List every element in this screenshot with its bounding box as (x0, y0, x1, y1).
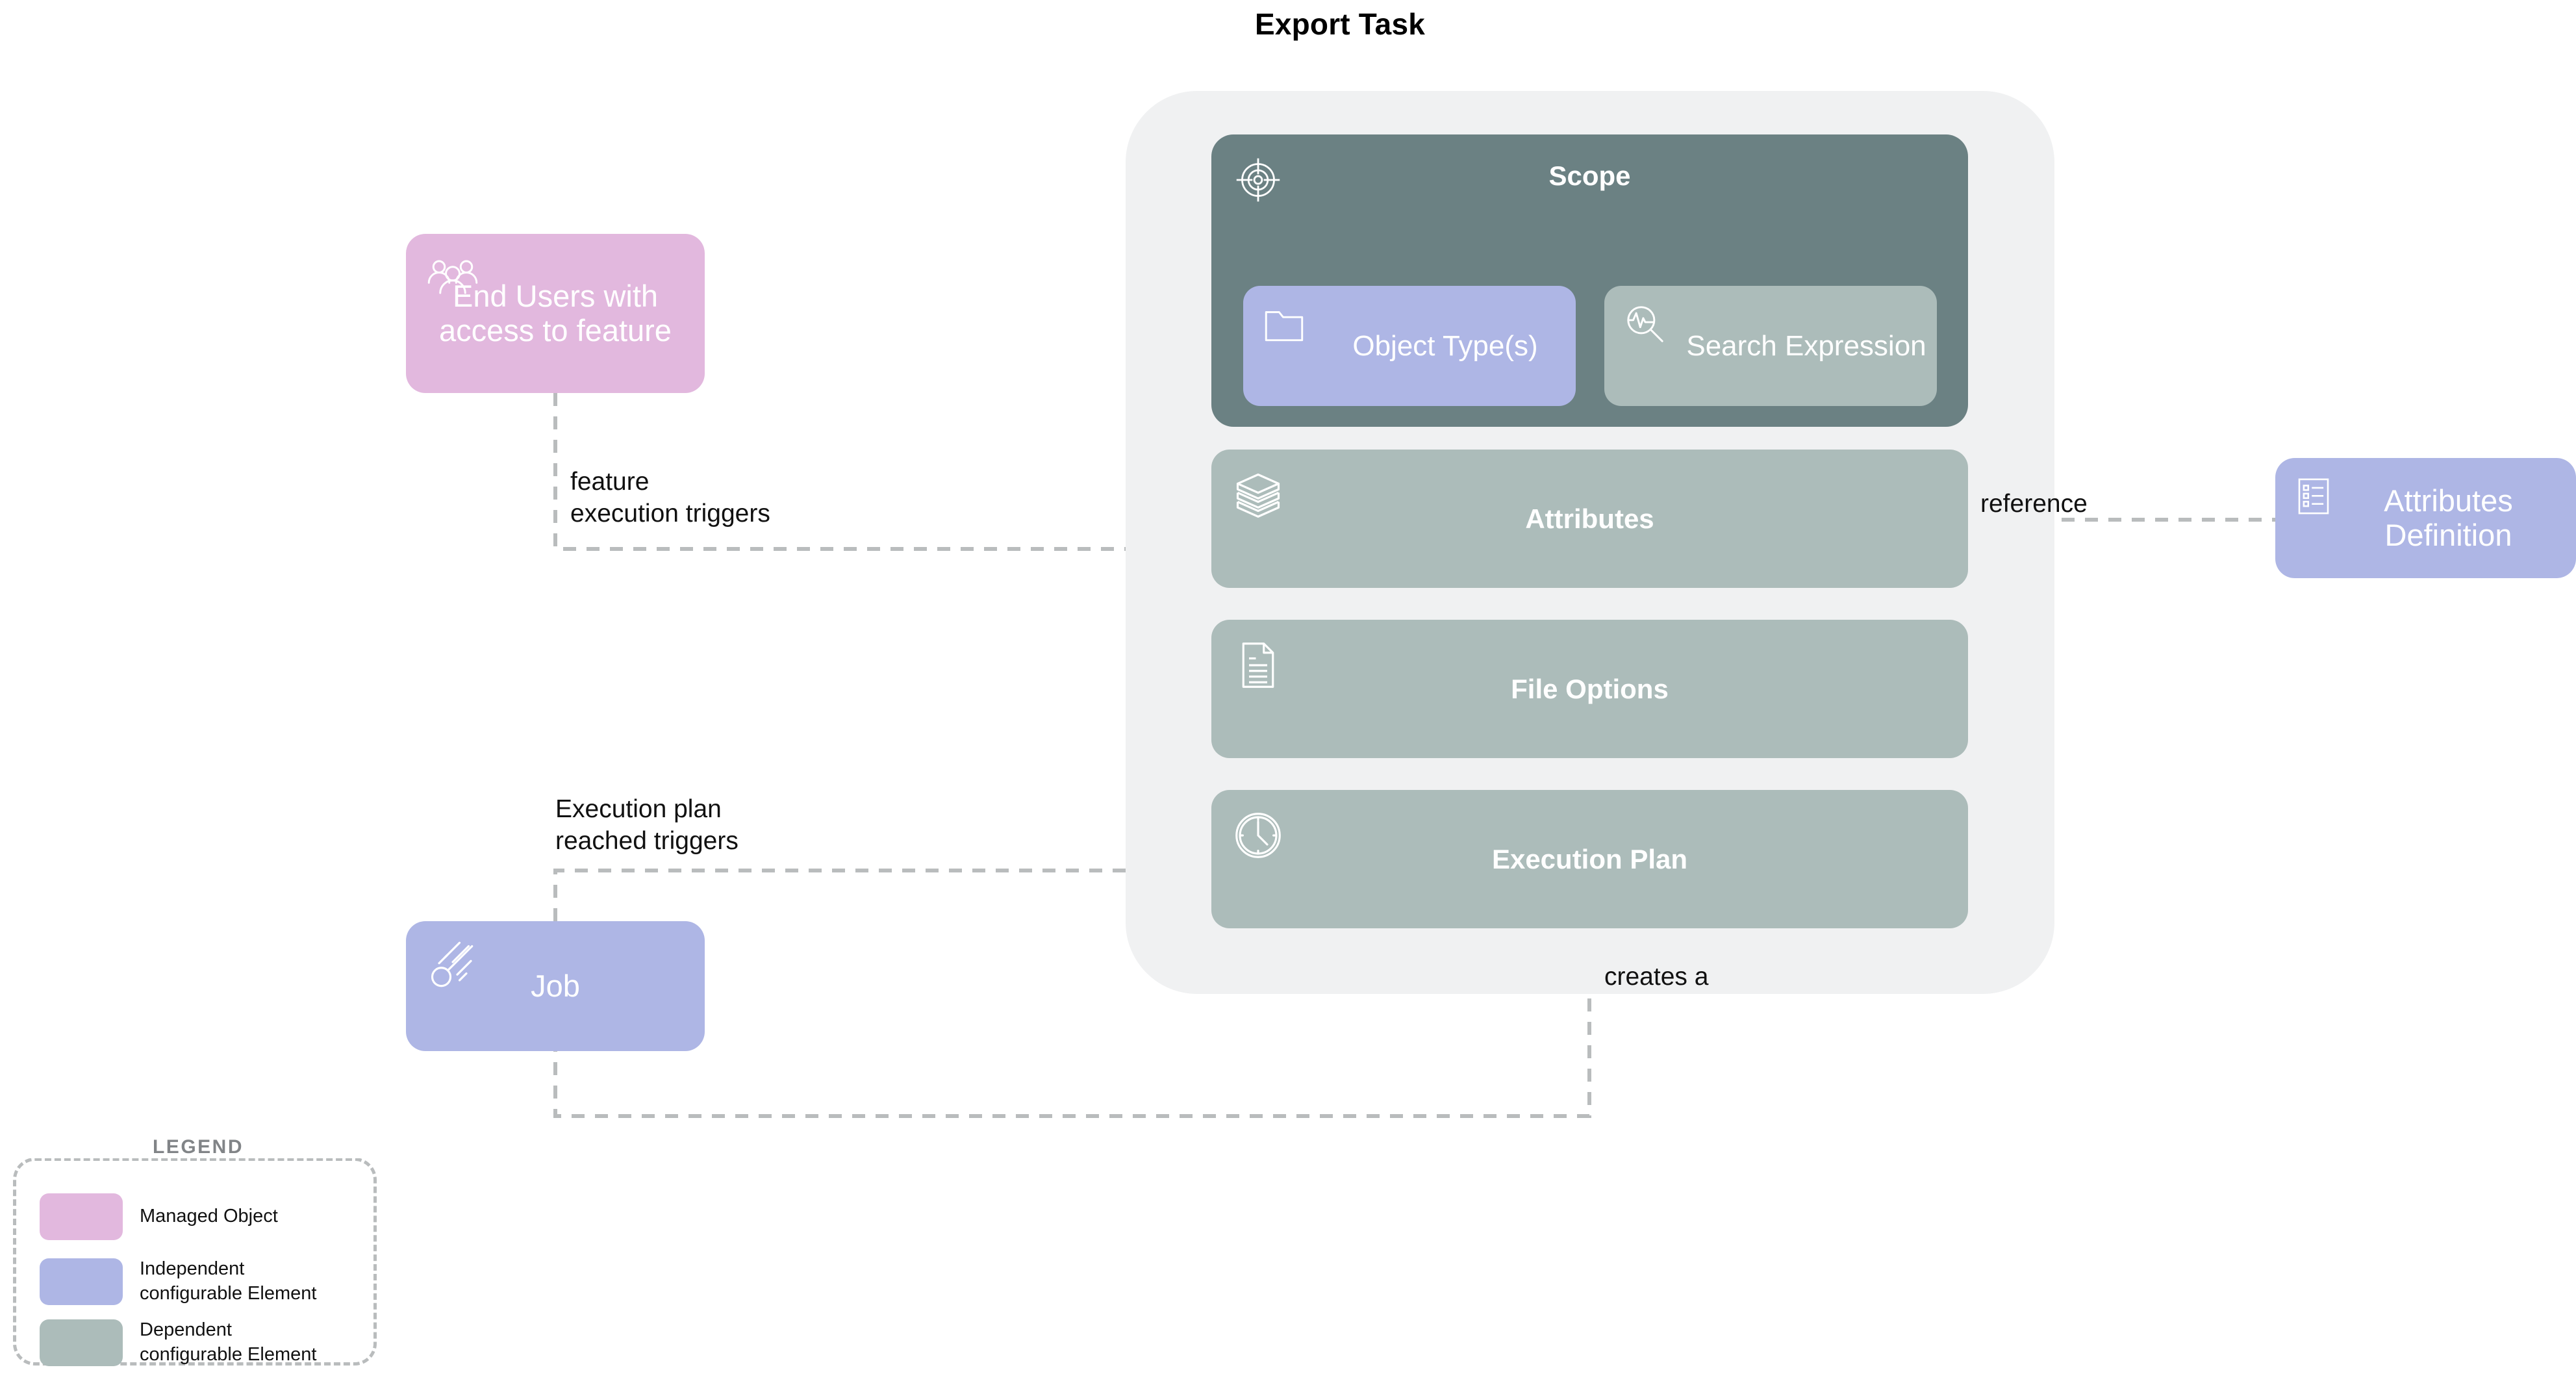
page-title: Export Task (1254, 7, 1426, 41)
legend-swatch-dependent-element (40, 1319, 123, 1366)
legend-swatch-independent-element (40, 1258, 123, 1305)
legend-item-managed-object: Managed Object (40, 1193, 278, 1240)
layers-stack-icon (1231, 468, 1285, 522)
document-icon (1231, 638, 1285, 692)
legend-item-independent-element: Independent configurable Element (40, 1257, 316, 1306)
search-expression-label: Search Expression (1686, 329, 1926, 362)
job-label: Job (531, 968, 580, 1003)
execution-plan-row[interactable]: Execution Plan (1211, 790, 1968, 928)
folder-icon (1260, 300, 1308, 348)
legend-title: LEGEND (16, 1136, 380, 1158)
edge-label-reference: reference (1980, 490, 2088, 518)
end-users-node[interactable]: End Users with access to feature (406, 234, 705, 393)
legend-label-dependent-element: Dependent configurable Element (140, 1319, 317, 1365)
execution-plan-label: Execution Plan (1491, 843, 1688, 874)
search-expression-card[interactable]: Search Expression (1604, 286, 1937, 406)
file-options-row[interactable]: File Options (1211, 620, 1968, 758)
attributes-definition-label: Attributes Definition (2384, 483, 2513, 552)
object-types-card[interactable]: Object Type(s) (1243, 286, 1576, 406)
legend: LEGEND Managed Object Independent config… (13, 1136, 380, 1367)
edge-execution-plan-reached-triggers (553, 869, 1126, 921)
legend-label-independent-element: Independent configurable Element (140, 1258, 317, 1304)
comet-icon (425, 939, 480, 994)
attributes-label: Attributes (1525, 503, 1654, 534)
legend-label-managed-object: Managed Object (140, 1206, 278, 1227)
object-types-label: Object Type(s) (1352, 329, 1538, 362)
search-pulse-icon (1621, 300, 1669, 348)
clock-icon (1231, 808, 1285, 863)
attributes-definition-node[interactable]: Attributes Definition (2275, 458, 2576, 578)
edge-label-execution-plan-reached-triggers: Execution plan reached triggers (555, 795, 739, 855)
edge-label-feature-execution-triggers: feature execution triggers (570, 468, 770, 527)
legend-item-dependent-element: Dependent configurable Element (40, 1318, 316, 1367)
attributes-row[interactable]: Attributes (1211, 450, 1968, 588)
scope-label: Scope (1548, 160, 1631, 191)
legend-swatch-managed-object (40, 1193, 123, 1240)
legend-title-text: LEGEND (143, 1136, 253, 1158)
target-icon (1231, 153, 1285, 207)
edge-label-creates-a: creates a (1604, 963, 1709, 991)
end-users-label: End Users with access to feature (439, 278, 672, 348)
users-group-icon (425, 252, 480, 307)
job-node[interactable]: Job (406, 921, 705, 1051)
checklist-icon (2292, 475, 2335, 518)
file-options-label: File Options (1511, 673, 1669, 704)
